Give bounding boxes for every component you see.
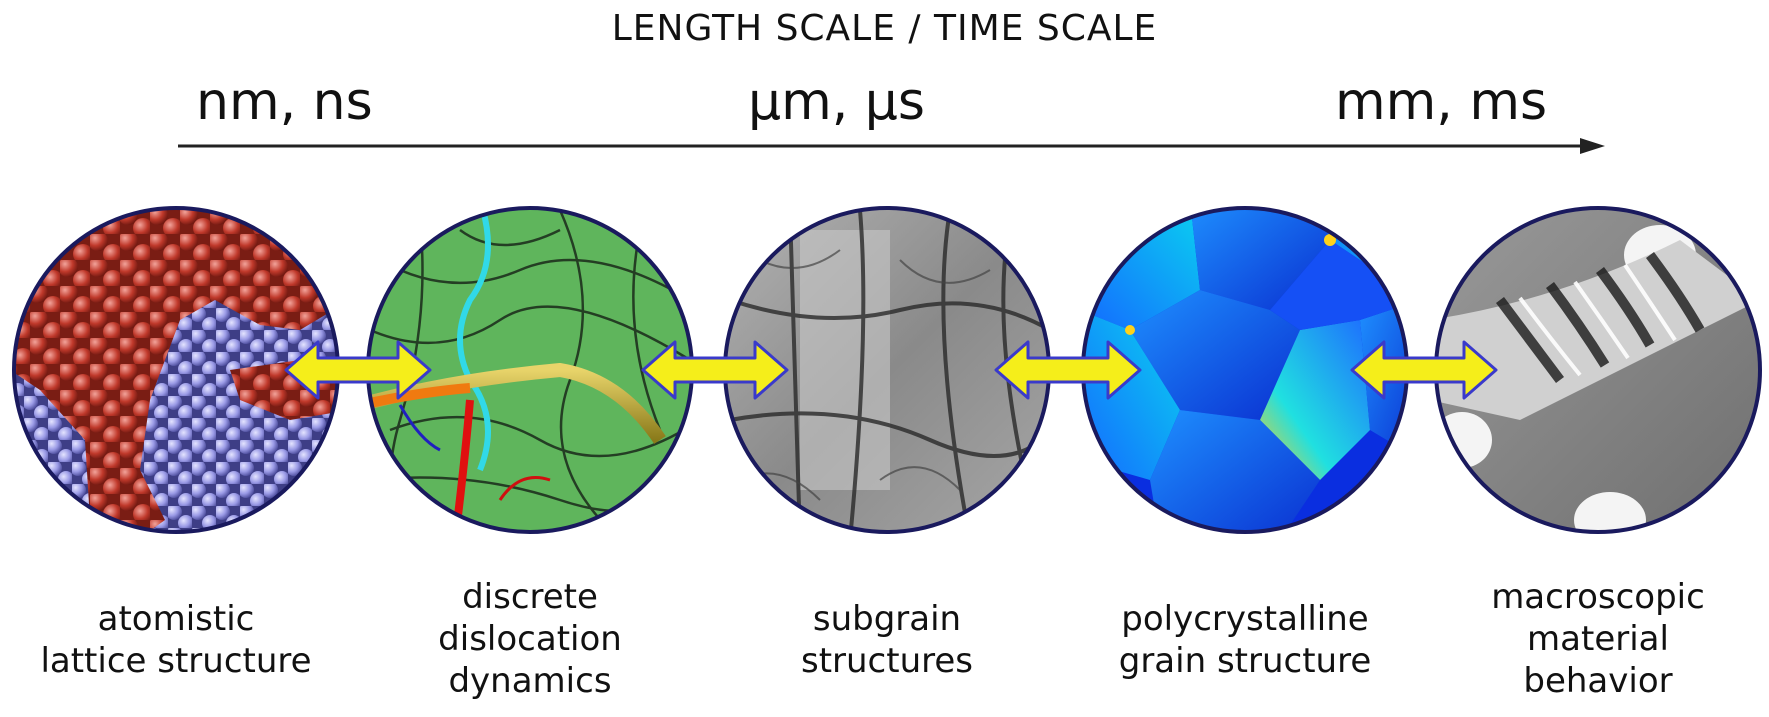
double-arrow-icon bbox=[994, 340, 1142, 400]
double-arrow-icon bbox=[1350, 340, 1498, 400]
scale-label-micro: µm, µs bbox=[748, 72, 925, 132]
caption-subgrain: subgrain structures bbox=[800, 599, 973, 681]
caption-macroscopic: macroscopic material behavior bbox=[1491, 577, 1705, 701]
caption-polycrystalline: polycrystalline grain structure bbox=[1118, 599, 1372, 681]
double-arrow-icon bbox=[641, 340, 789, 400]
scale-diagram bbox=[12, 206, 1762, 534]
scale-axis bbox=[178, 138, 1605, 154]
caption-dislocation: discrete dislocation dynamics bbox=[438, 577, 622, 701]
axis-arrowhead-icon bbox=[1580, 138, 1605, 154]
double-arrow-icon bbox=[284, 340, 432, 400]
scale-label-milli: mm, ms bbox=[1335, 72, 1548, 132]
atomistic-lattice-image bbox=[14, 208, 338, 532]
scale-label-nano: nm, ns bbox=[196, 72, 373, 132]
caption-atomistic: atomistic lattice structure bbox=[40, 599, 312, 681]
diagram-title: LENGTH SCALE / TIME SCALE bbox=[611, 8, 1158, 49]
